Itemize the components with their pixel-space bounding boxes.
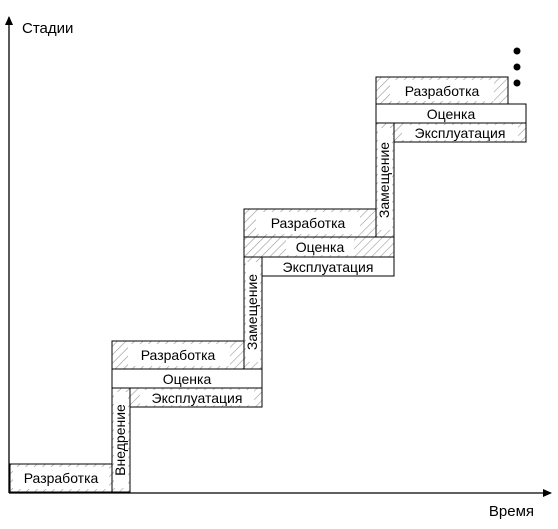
evaluation-label-3: Оценка xyxy=(427,106,476,122)
development-label-0: Разработка xyxy=(24,470,99,486)
implementation-block: Внедрение xyxy=(111,387,131,493)
operation-bar-2 xyxy=(261,256,395,277)
evaluation-label-1: Оценка xyxy=(163,371,212,387)
operation-label-3: Эксплуатация xyxy=(415,125,506,141)
step-0: Разработка xyxy=(9,463,113,493)
step-3: Разработка Оценка Эксплуатация xyxy=(375,76,527,143)
continuation-dots xyxy=(513,47,521,87)
evaluation-label-2: Оценка xyxy=(296,239,345,255)
implementation-label: Внедрение xyxy=(112,404,128,476)
dot-1 xyxy=(513,47,521,55)
operation-label-2: Эксплуатация xyxy=(283,259,374,275)
step-2: Разработка Оценка Эксплуатация Замещение xyxy=(243,122,395,277)
development-label-3: Разработка xyxy=(405,83,480,99)
dot-2 xyxy=(513,63,521,71)
development-label-1: Разработка xyxy=(141,347,216,363)
step-1: Разработка Оценка Эксплуатация Замещение xyxy=(111,256,263,408)
operation-label-1: Эксплуатация xyxy=(152,390,243,406)
development-label-2: Разработка xyxy=(271,215,346,231)
x-axis-label: Время xyxy=(489,503,534,520)
y-axis-label: Стадии xyxy=(22,20,73,37)
dot-3 xyxy=(513,79,521,87)
replacement-label-2: Замещение xyxy=(376,142,392,218)
replacement-label-1: Замещение xyxy=(244,274,260,350)
